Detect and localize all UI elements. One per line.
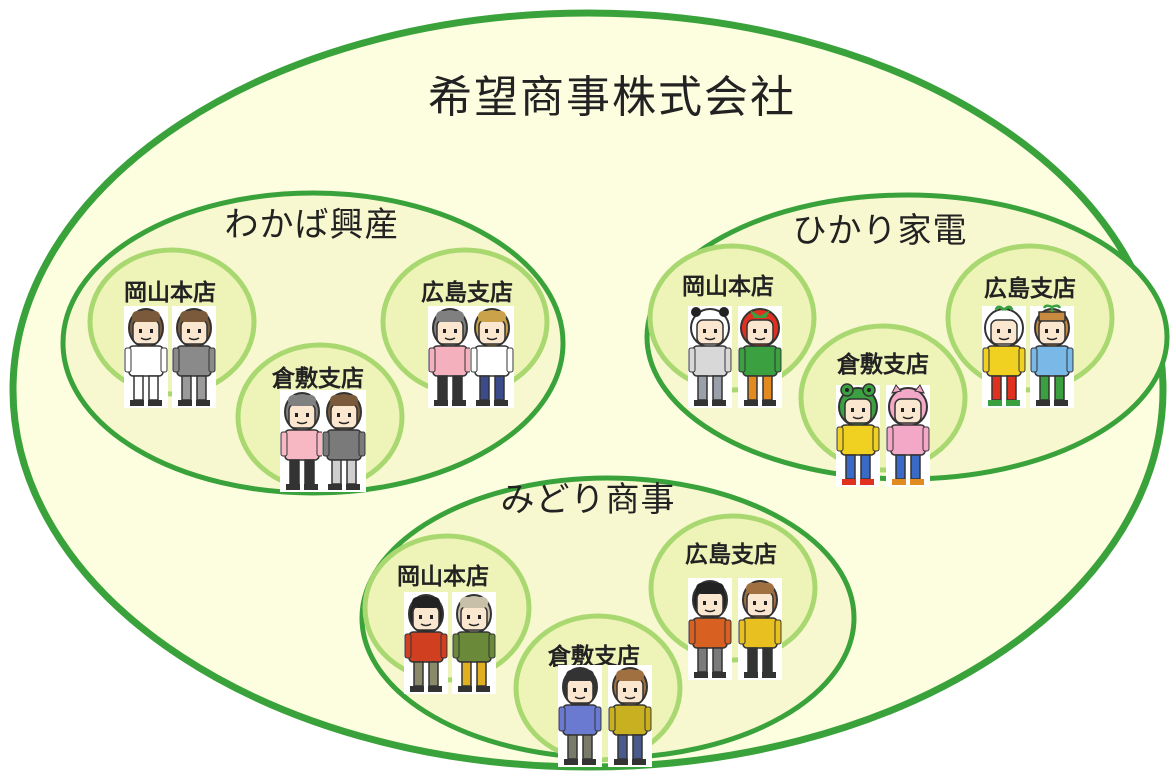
group-name-midori: みどり商事 [501,480,676,520]
pig-hood-icon [886,384,930,487]
boy-blue-shirt-icon [558,665,602,767]
tomato-hood-icon [738,306,782,408]
man-white-jacket-icon [470,306,514,408]
woman-white-sweater-icon [124,306,168,408]
branch-name-wakaba-okayama: 岡山本店 [124,280,216,306]
woman-gray-cardigan-icon [322,390,366,492]
woman-pink-sweater-icon [280,390,324,492]
branch-name-wakaba-kurashiki: 倉敷支店 [271,365,364,392]
branch-ellipse-midori-hiroshima [648,513,818,663]
branch-name-wakaba-hiroshima: 広島支店 [421,279,513,306]
group-name-wakaba: わかば興産 [225,205,400,245]
branch-name-hikari-okayama: 岡山本店 [682,274,774,300]
man-orange-shirt-icon [688,578,732,680]
woman-pink-top-icon [428,306,472,408]
company-name: 希望商事株式会社 [428,72,796,123]
woman-green-top-icon [452,592,496,694]
man-red-vest-icon [404,592,448,694]
frog-hood-icon [836,383,880,487]
branch-name-midori-hiroshima: 広島支店 [685,541,777,568]
sprout-hat-icon [1030,304,1074,408]
turnip-hood-icon [982,305,1026,408]
girl-striped-shirt-icon [608,665,652,767]
panda-hood-icon [688,306,732,408]
branch-name-hikari-hiroshima: 広島支店 [984,275,1076,302]
branch-name-hikari-kurashiki: 倉敷支店 [836,351,929,378]
man-gray-jacket-icon [172,306,216,408]
girl-yellow-striped-icon [738,578,782,680]
branch-name-midori-okayama: 岡山本店 [397,564,489,590]
group-name-hikari: ひかり家電 [793,211,968,251]
branch-ellipse-hikari-kurashiki [798,323,968,473]
